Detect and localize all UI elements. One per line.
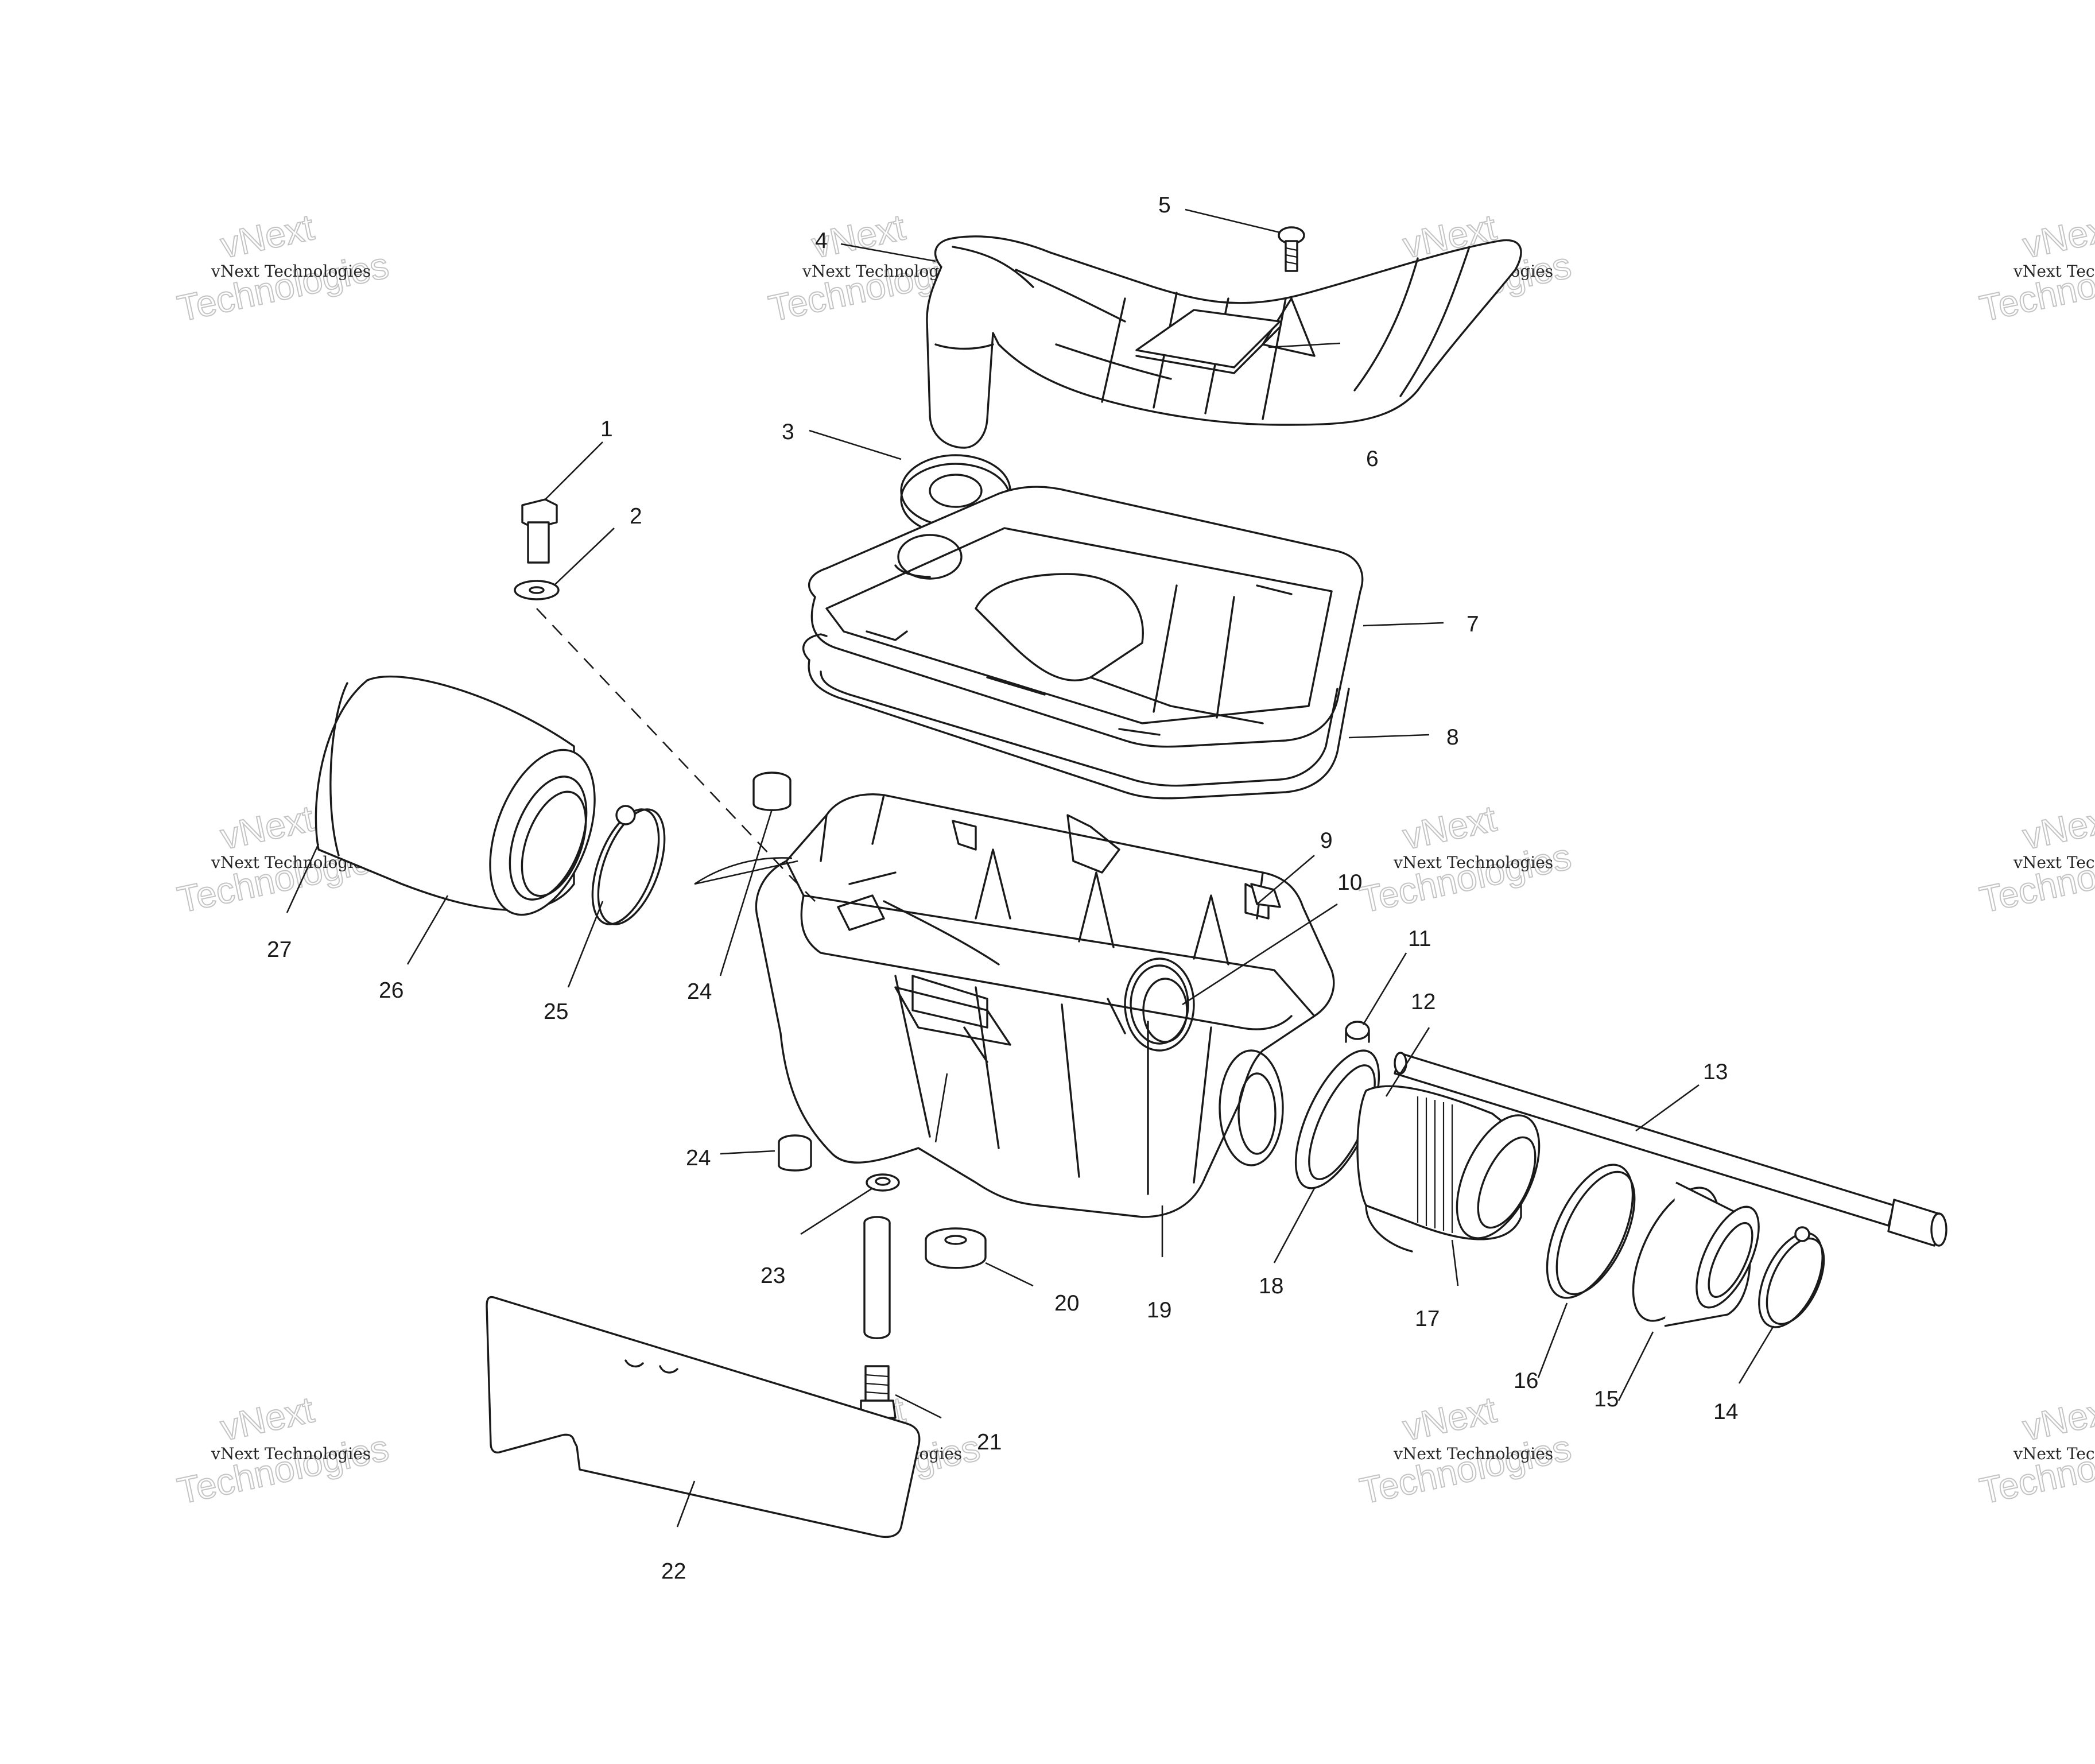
callout-20: 20 bbox=[1054, 1291, 1079, 1316]
part-duct-adapter bbox=[1356, 1085, 1541, 1253]
watermark-big-top: vNext bbox=[1399, 797, 1500, 857]
watermark-big-top: vNext bbox=[2019, 1389, 2095, 1448]
part-bolt bbox=[521, 498, 558, 564]
watermark-small: vNext Technologies bbox=[1393, 853, 1553, 872]
part-heat-shield bbox=[486, 1296, 921, 1538]
callout-22: 22 bbox=[661, 1559, 686, 1584]
part-air-filter bbox=[315, 675, 596, 916]
watermark-small: vNext Technologies bbox=[2013, 262, 2095, 281]
part-lid-gasket bbox=[802, 633, 1350, 800]
assembly-dashed-line bbox=[536, 608, 821, 908]
part-screw bbox=[1278, 226, 1305, 272]
part-drain-plug bbox=[860, 1365, 897, 1419]
callout-6: 6 bbox=[1366, 447, 1379, 471]
callout-7: 7 bbox=[1466, 612, 1479, 637]
part-airbox-base bbox=[755, 793, 1335, 1218]
callout-19: 19 bbox=[1147, 1298, 1171, 1323]
callout-24-upper: 24 bbox=[687, 979, 712, 1004]
watermark-big-bottom: Technologies bbox=[174, 1427, 392, 1512]
watermark-big-top: vNext bbox=[2019, 206, 2095, 266]
watermark-big-bottom: Technologies bbox=[1356, 836, 1574, 921]
callout-14: 14 bbox=[1713, 1399, 1738, 1424]
watermark-small: vNext Technologies bbox=[211, 1444, 371, 1463]
watermark-big-top: vNext bbox=[217, 1389, 317, 1448]
callout-26: 26 bbox=[379, 978, 404, 1003]
part-spacer bbox=[925, 1227, 987, 1269]
watermark-big-top: vNext bbox=[217, 206, 317, 266]
callouts: 1 2 3 4 5 6 7 8 9 10 11 12 13 14 15 16 1… bbox=[267, 193, 1738, 1584]
watermark-big-top: vNext bbox=[2019, 797, 2095, 857]
callout-27: 27 bbox=[267, 937, 292, 962]
callout-17: 17 bbox=[1415, 1306, 1440, 1331]
watermark-small: vNext Technologies bbox=[802, 262, 962, 281]
watermark-big-top: vNext bbox=[217, 797, 317, 857]
callout-8: 8 bbox=[1446, 725, 1459, 750]
watermark-small: vNext Technologies bbox=[2013, 1444, 2095, 1463]
part-small-grommet bbox=[1345, 1021, 1370, 1043]
part-washer bbox=[514, 580, 560, 600]
callout-9: 9 bbox=[1320, 828, 1333, 853]
part-bushing-upper bbox=[752, 771, 792, 811]
part-decal bbox=[1135, 309, 1281, 374]
callout-13: 13 bbox=[1703, 1060, 1728, 1084]
part-drain-sleeve bbox=[863, 1216, 891, 1339]
part-duct-ring-inner bbox=[1130, 964, 1189, 1045]
callout-15: 15 bbox=[1594, 1387, 1619, 1412]
watermark-big-bottom: Technologies bbox=[1356, 1427, 1574, 1512]
callout-25: 25 bbox=[544, 999, 568, 1024]
callout-11: 11 bbox=[1408, 926, 1431, 951]
leader-lines bbox=[286, 208, 1775, 1527]
watermark-big-bottom: Technologies bbox=[174, 245, 392, 329]
part-rod bbox=[1394, 1052, 1947, 1247]
part-o-ring bbox=[1546, 1164, 1636, 1299]
callout-18: 18 bbox=[1259, 1274, 1283, 1298]
callout-5: 5 bbox=[1158, 193, 1171, 218]
callout-16: 16 bbox=[1514, 1368, 1538, 1393]
callout-21: 21 bbox=[977, 1430, 1002, 1455]
watermark-big-top: vNext bbox=[1399, 1389, 1500, 1448]
callout-1: 1 bbox=[600, 417, 613, 441]
part-boot-clamp bbox=[1758, 1226, 1825, 1328]
watermark-small: vNext Technologies bbox=[1393, 1444, 1553, 1463]
watermark-small: vNext Technologies bbox=[211, 262, 371, 281]
callout-3: 3 bbox=[782, 420, 794, 444]
watermark-small: vNext Technologies bbox=[2013, 853, 2095, 872]
part-intake-boot bbox=[1632, 1181, 1760, 1327]
part-airbox-lid bbox=[808, 486, 1364, 748]
callout-2: 2 bbox=[630, 504, 642, 529]
callout-23: 23 bbox=[761, 1263, 785, 1288]
callout-10: 10 bbox=[1337, 870, 1362, 895]
part-hose-clamp bbox=[591, 805, 666, 925]
callout-4: 4 bbox=[815, 228, 828, 253]
part-nut bbox=[866, 1173, 900, 1192]
callout-12: 12 bbox=[1411, 990, 1436, 1014]
callout-24-lower: 24 bbox=[686, 1146, 711, 1170]
part-bushing-lower bbox=[778, 1134, 812, 1172]
